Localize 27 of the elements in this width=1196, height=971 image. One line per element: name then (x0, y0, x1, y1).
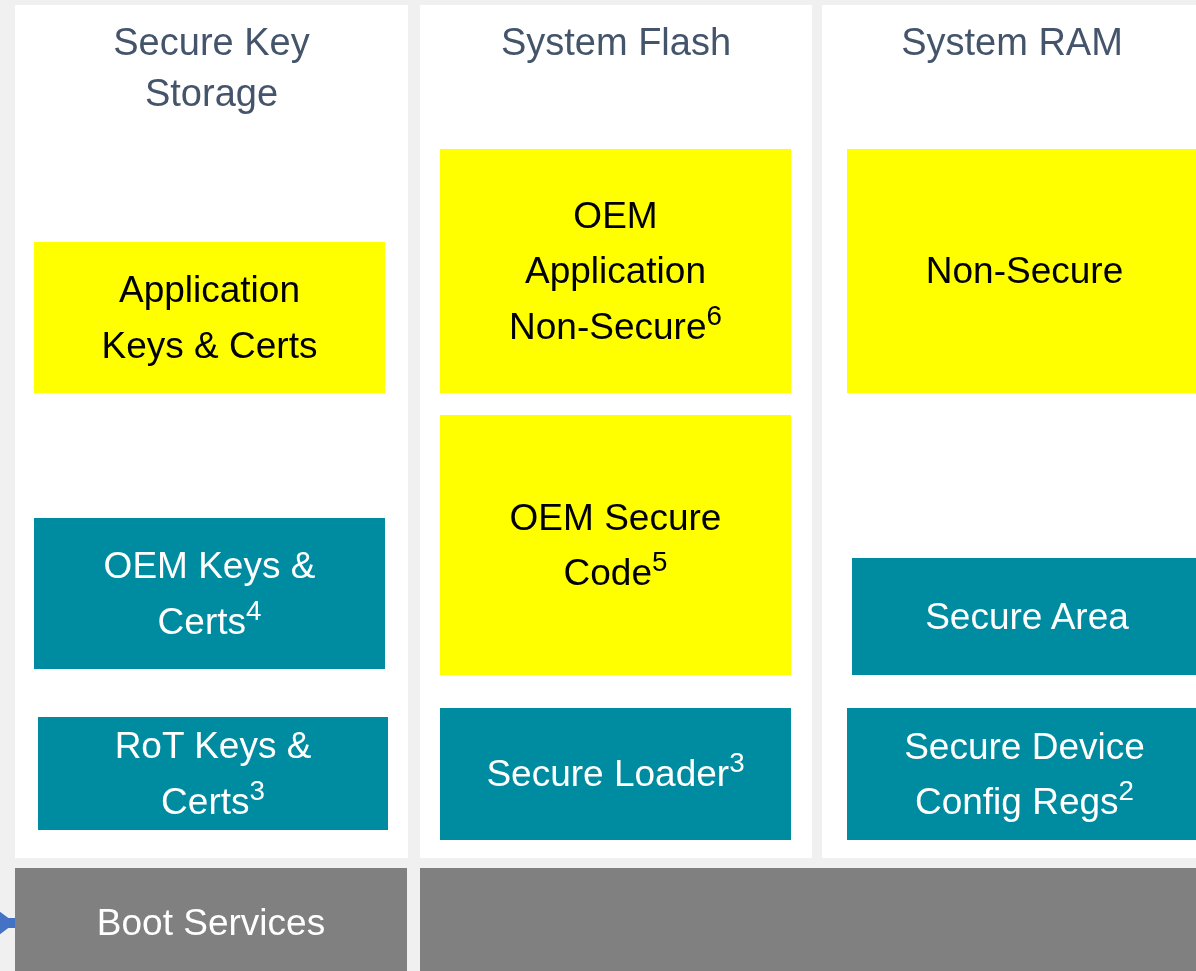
secure-block (34, 518, 385, 669)
block-label: Secure Device Config Regs$^{2}$ (903, 724, 1146, 824)
secure-block (852, 558, 1196, 675)
non-secure-block (847, 149, 1196, 393)
block-label: OEM Keys & Certs$^{4}$ (102, 544, 317, 644)
base-layer-box (15, 868, 407, 971)
block-label: Secure Area (924, 594, 1130, 639)
memory-column (15, 5, 408, 858)
block-label: Boot Services (95, 901, 327, 946)
block-label: RoT Keys & Certs$^{3}$ (113, 724, 313, 824)
empty-box (420, 868, 1196, 971)
secure-block (847, 708, 1196, 840)
secure-block (440, 708, 791, 840)
block-label: Secure Loader$^{3}$ (485, 746, 746, 797)
column-heading: System Flash (499, 20, 733, 65)
column-heading: Secure Key Storage (112, 20, 311, 117)
memory-column (822, 5, 1196, 858)
block-label: Application Keys & Certs (100, 268, 319, 368)
block-label: Non-Secure (924, 249, 1125, 294)
block-label: OEM Application Non-Secure$^{6}$ (508, 193, 723, 349)
column-heading: System RAM (900, 20, 1124, 65)
memory-column (420, 5, 812, 858)
non-secure-block (34, 242, 385, 393)
non-secure-block (440, 415, 791, 675)
secure-block (38, 717, 388, 830)
block-label: OEM Secure Code$^{5}$ (508, 495, 723, 595)
non-secure-block (440, 149, 791, 393)
